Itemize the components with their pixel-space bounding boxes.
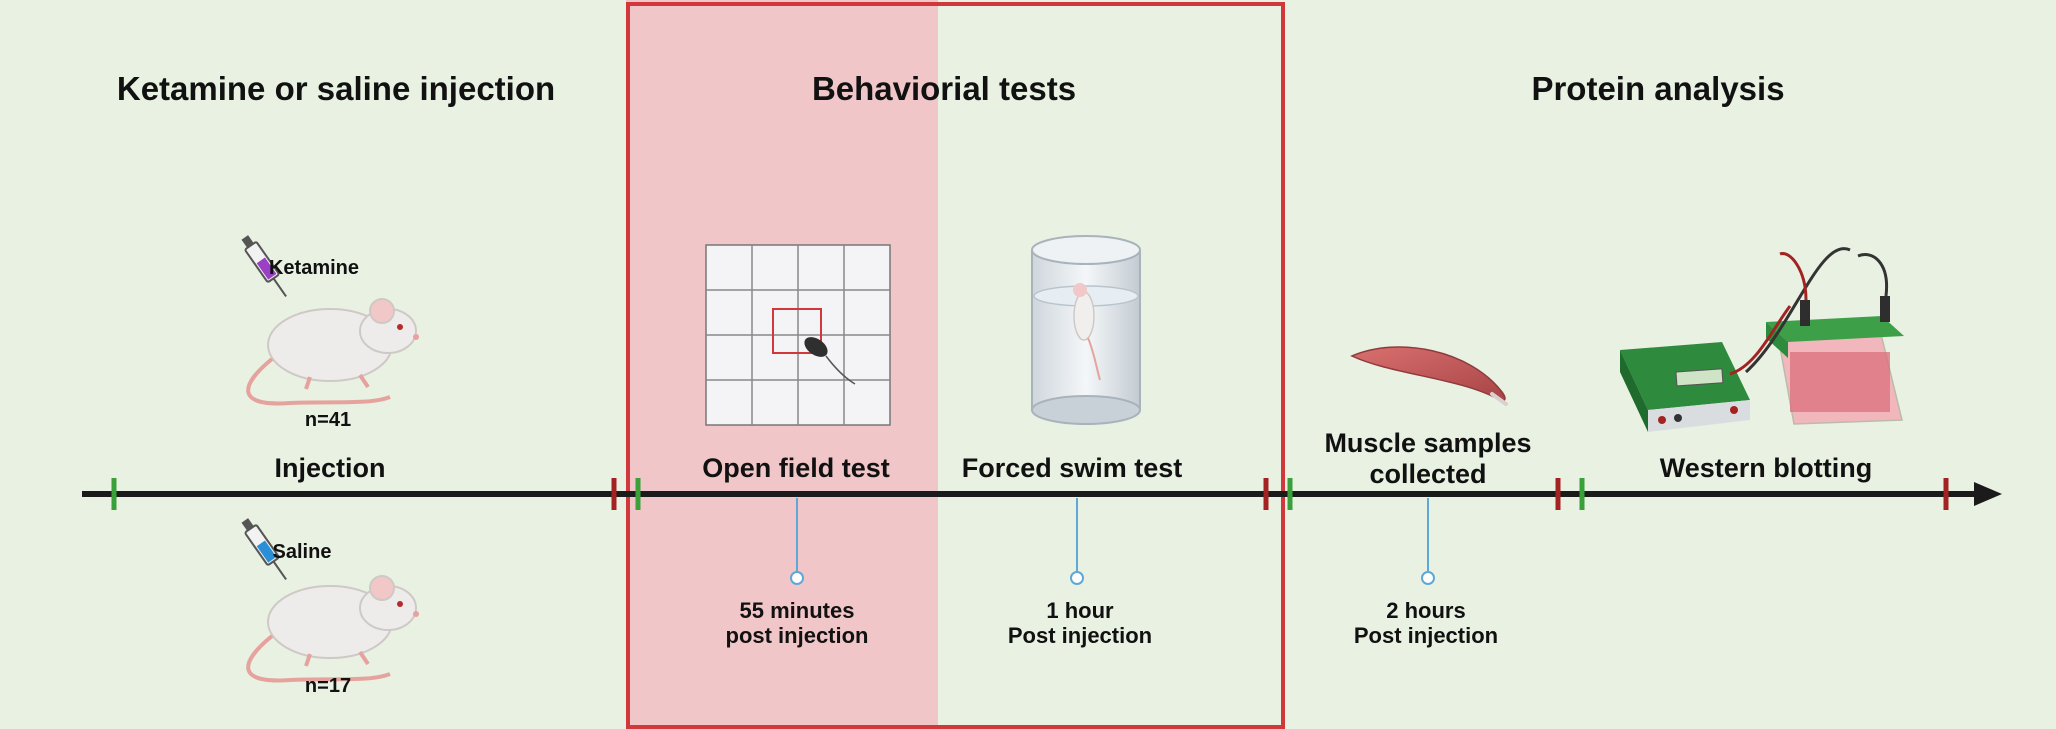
timeline bbox=[82, 478, 2002, 510]
mouse-icon bbox=[246, 298, 419, 406]
time-markers bbox=[790, 498, 1435, 585]
timeline-label-western: Western blotting bbox=[1659, 453, 1873, 483]
blotting-tank-icon bbox=[1729, 247, 1904, 425]
section-title-behavioral: Behaviorial tests bbox=[811, 70, 1077, 107]
time-label-1hour-line2: Post injection bbox=[1007, 623, 1153, 648]
muscle-icon bbox=[1350, 346, 1508, 406]
time-label-55min-line1: 55 minutes bbox=[739, 598, 855, 623]
mouse-icon bbox=[246, 575, 419, 683]
syringe-icon bbox=[241, 518, 287, 580]
behavioral-tests-frame bbox=[626, 2, 1285, 729]
ketamine-n-label: n=41 bbox=[304, 409, 352, 431]
section-title-protein: Protein analysis bbox=[1531, 70, 1785, 107]
power-supply-icon bbox=[1620, 342, 1750, 432]
section-title-injection: Ketamine or saline injection bbox=[116, 70, 556, 107]
saline-label: Saline bbox=[272, 541, 332, 563]
time-label-2hours-line1: 2 hours bbox=[1386, 598, 1466, 623]
time-label-2hours-line2: Post injection bbox=[1353, 623, 1499, 648]
timeline-label-muscle: Muscle samples collected bbox=[1324, 428, 1531, 490]
open-field-grid-icon bbox=[705, 244, 891, 426]
time-label-1hour-line1: 1 hour bbox=[1046, 598, 1114, 623]
time-label-2hours: 2 hours Post injection bbox=[1354, 598, 1498, 648]
syringe-icon bbox=[241, 235, 287, 297]
swim-cylinder-icon bbox=[1031, 235, 1141, 425]
timeline-label-open-field: Open field test bbox=[702, 453, 890, 483]
muscle-label-line1: Muscle samples bbox=[1324, 428, 1532, 458]
time-label-1hour: 1 hour Post injection bbox=[1008, 598, 1152, 648]
timeline-label-injection: Injection bbox=[274, 453, 386, 483]
ketamine-label: Ketamine bbox=[268, 257, 360, 279]
muscle-label-line2: collected bbox=[1369, 459, 1487, 489]
time-label-55min: 55 minutes post injection bbox=[726, 598, 869, 648]
saline-n-label: n=17 bbox=[304, 675, 352, 697]
timeline-label-forced-swim: Forced swim test bbox=[961, 453, 1183, 483]
time-label-55min-line2: post injection bbox=[725, 623, 869, 648]
